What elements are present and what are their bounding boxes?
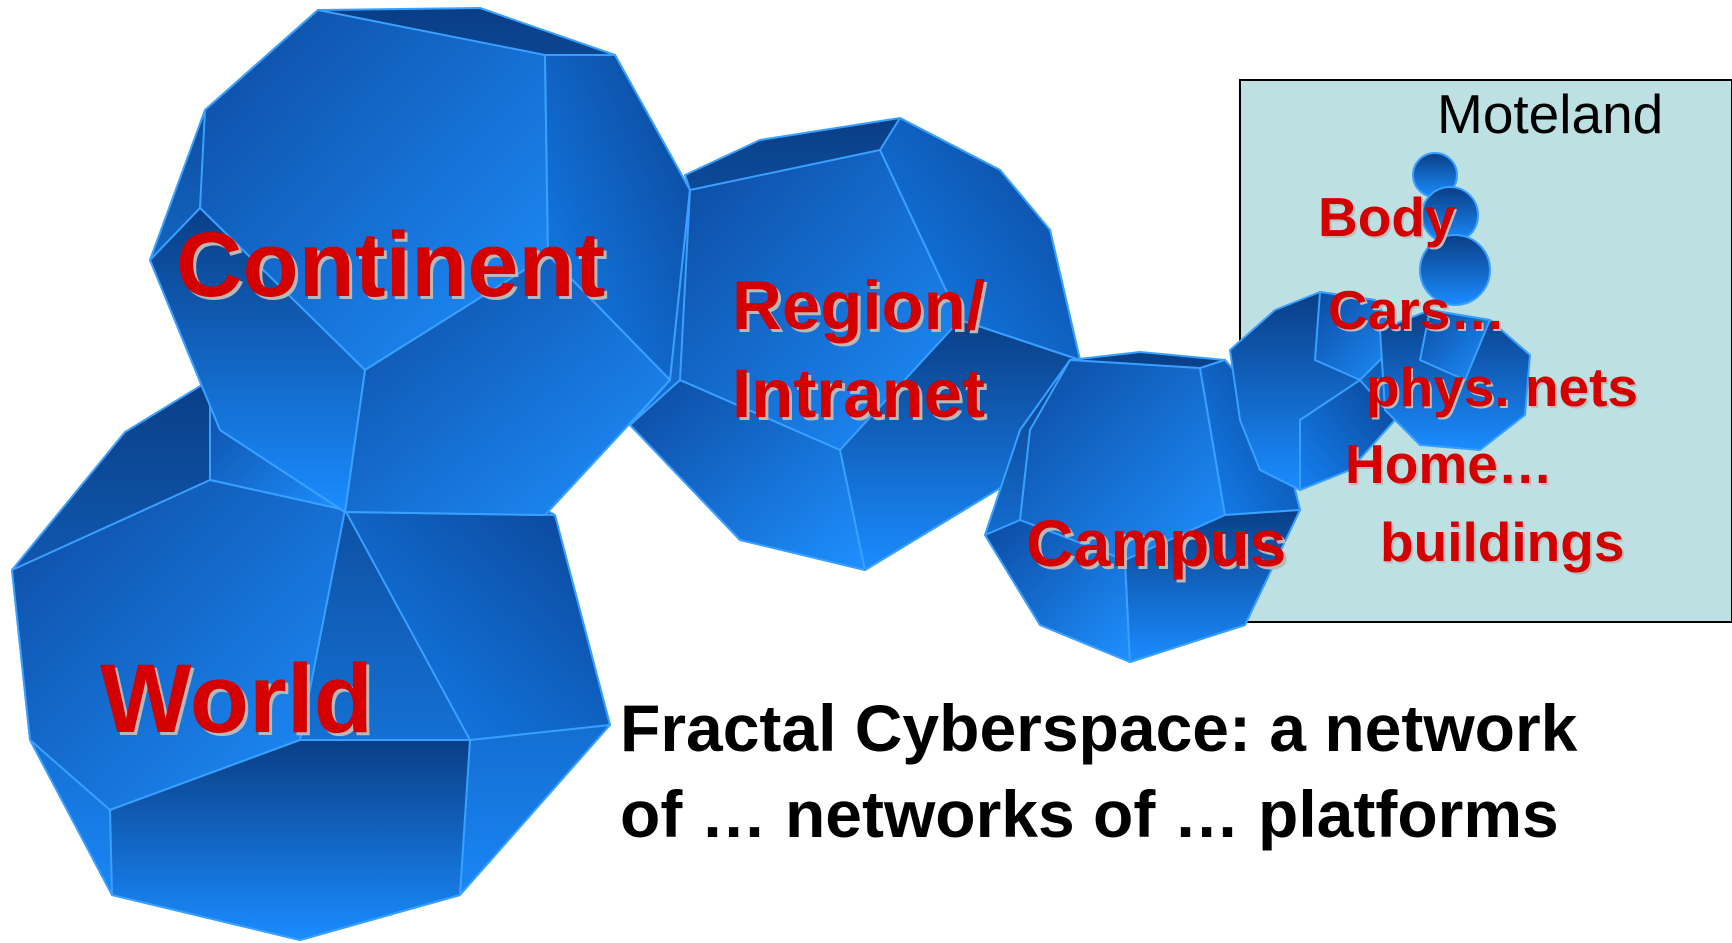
continent-polyhedron [149,7,691,516]
continent-label: Continent [176,214,606,316]
moteland-item-home: Home… [1345,433,1553,495]
moteland-polyhedra [1229,291,1531,491]
caption-line1: Fractal Cyberspace: a network [620,691,1578,765]
world-polyhedron [11,379,611,941]
moteland-item-buildings: buildings [1380,511,1625,573]
world-label: World [100,644,374,753]
moteland-title: Moteland [1437,83,1664,145]
caption: Fractal Cyberspace: a network of … netwo… [620,686,1577,858]
region-label-line2: Intranet [732,355,986,432]
region-polyhedron [629,117,1081,571]
moteland-item-body: Body [1318,186,1456,248]
campus-label: Campus [1026,506,1287,580]
moteland-item-cars: Cars… [1328,279,1506,341]
caption-line2: of … networks of … platforms [620,776,1559,851]
mote-circles [1412,152,1491,306]
region-label-line1: Region/ [732,267,985,344]
moteland-item-phys-nets: phys. nets [1366,356,1639,418]
